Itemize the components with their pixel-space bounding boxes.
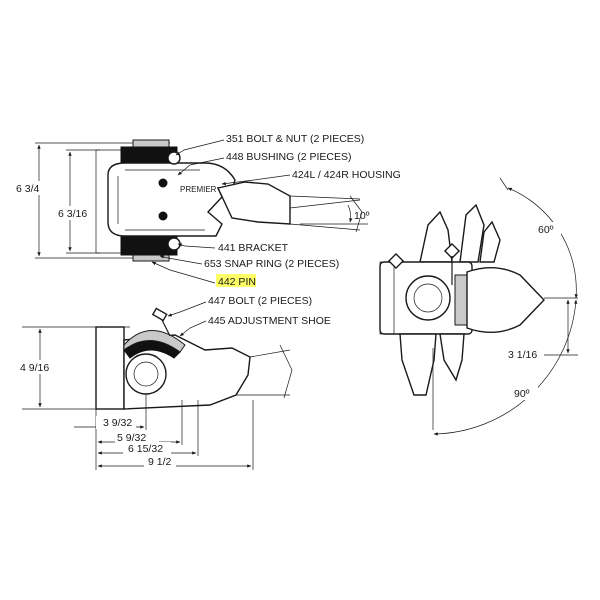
dim-side-height: 4 9/16 xyxy=(20,328,60,408)
label-bushing: 448 BUSHING (2 PIECES) xyxy=(226,151,351,163)
dim-len-3: 6 15/32 xyxy=(97,442,197,455)
end-tongue xyxy=(466,267,545,333)
label-housing: 424L / 424R HOUSING xyxy=(292,169,401,181)
svg-text:6 3/4: 6 3/4 xyxy=(16,183,40,195)
label-bolt-nut: 351 BOLT & NUT (2 PIECES) xyxy=(226,133,364,145)
end-view: 60º 90º 3 1/16 xyxy=(379,177,578,436)
svg-text:5 9/32: 5 9/32 xyxy=(117,432,146,444)
top-view: 6 3/4 6 3/16 PREMIER xyxy=(16,133,401,288)
dim-angle-90: 90º xyxy=(514,388,530,400)
label-pin: 442 PIN xyxy=(218,276,256,288)
brand-emboss: PREMIER xyxy=(180,185,217,194)
svg-text:6 3/16: 6 3/16 xyxy=(58,208,87,220)
label-snap-ring: 653 SNAP RING (2 PIECES) xyxy=(204,258,339,270)
label-bracket: 441 BRACKET xyxy=(218,242,289,254)
svg-text:6 15/32: 6 15/32 xyxy=(128,443,163,455)
shank-top-view xyxy=(216,181,291,225)
dim-len-1: 3 9/32 xyxy=(74,416,145,429)
pin-end xyxy=(405,275,451,321)
dim-len-4: 9 1/2 xyxy=(97,455,252,468)
housing-top-view xyxy=(107,162,236,237)
dim-inner-height: 6 3/16 xyxy=(58,151,88,252)
highlight-pin xyxy=(216,274,256,287)
dim-angle-10: 10º xyxy=(354,210,370,222)
dim-overall-height: 6 3/4 xyxy=(16,144,50,257)
label-adjustment-shoe: 445 ADJUSTMENT SHOE xyxy=(208,315,331,327)
dim-offset: 3 1/16 xyxy=(508,349,537,361)
svg-text:3 9/32: 3 9/32 xyxy=(103,417,132,429)
svg-text:9 1/2: 9 1/2 xyxy=(148,456,172,468)
svg-text:4 9/16: 4 9/16 xyxy=(20,362,49,374)
label-bolt: 447 BOLT (2 PIECES) xyxy=(208,295,312,307)
dim-angle-60: 60º xyxy=(538,224,554,236)
side-view: 4 9/16 447 BOLT (2 PIECES) 445 ADJUSTMEN… xyxy=(20,295,331,470)
pin-side xyxy=(125,353,167,395)
